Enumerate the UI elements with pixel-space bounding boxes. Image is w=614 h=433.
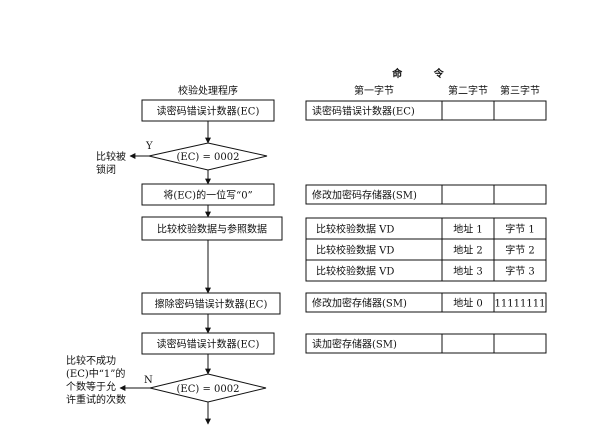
decision2-no-note-line3: 个数等于允: [66, 382, 116, 393]
step3-text: 比较校验数据与参照数据: [157, 223, 267, 236]
row4-byte3: 字节 2: [505, 244, 535, 257]
decision-diamond-1: [148, 142, 268, 171]
process-box-1: [141, 99, 275, 122]
row3-byte2: 地址 1: [453, 223, 483, 236]
command-row-2: [305, 184, 547, 205]
process-box-4: [141, 292, 281, 315]
row6-byte3: 11111111: [495, 299, 546, 310]
command-row-1: [305, 100, 547, 121]
command-row-6: [305, 292, 547, 313]
row4-byte1: 比较校验数据 VD: [316, 244, 394, 257]
row5-byte1: 比较校验数据 VD: [316, 265, 394, 278]
decision2-no-note-line2: (EC)中“1”的: [66, 369, 126, 380]
row7-byte1: 读加密存储器(SM): [312, 338, 397, 351]
row4-byte2: 地址 2: [453, 244, 483, 257]
command-block: [305, 217, 547, 282]
decision1-text: (EC) = 0002: [177, 152, 240, 163]
row5-byte2: 地址 3: [453, 265, 483, 278]
row3-byte3: 字节 1: [505, 223, 535, 236]
step5-text: 读密码错误计数器(EC): [157, 338, 260, 351]
row6-byte2: 地址 0: [453, 297, 483, 310]
column-header-byte3: 第三字节: [500, 86, 540, 97]
row6-byte1: 修改加密存储器(SM): [312, 297, 407, 310]
row5-byte3: 字节 3: [505, 265, 535, 278]
step4-text: 擦除密码错误计数器(EC): [155, 298, 268, 311]
command-header: 命 令: [392, 69, 458, 80]
process-box-5: [141, 332, 275, 355]
row1-byte1: 读密码错误计数器(EC): [312, 105, 415, 118]
decision1-yes-label: Y: [146, 141, 153, 152]
command-row-7: [305, 333, 547, 354]
process-box-2: [141, 183, 275, 206]
decision1-yes-note-line2: 锁闭: [96, 165, 116, 176]
procedure-header: 校验处理程序: [178, 86, 238, 97]
column-header-byte2: 第二字节: [448, 86, 488, 97]
decision-diamond-2: [149, 373, 267, 403]
decision2-text: (EC) = 0002: [177, 384, 240, 395]
decision2-no-label: N: [144, 375, 153, 386]
column-header-byte1: 第一字节: [354, 86, 394, 97]
decision2-no-note-line1: 比较不成功: [66, 356, 116, 367]
row3-byte1: 比较校验数据 VD: [316, 223, 394, 236]
row2-byte1: 修改加密码存储器(SM): [312, 189, 417, 202]
decision2-no-note-line4: 许重试的次数: [66, 395, 126, 406]
decision1-yes-note-line1: 比较被: [96, 152, 126, 163]
step2-text: 将(EC)的一位写“0”: [163, 189, 252, 202]
process-box-3: [141, 216, 283, 241]
step1-text: 读密码错误计数器(EC): [157, 105, 260, 118]
